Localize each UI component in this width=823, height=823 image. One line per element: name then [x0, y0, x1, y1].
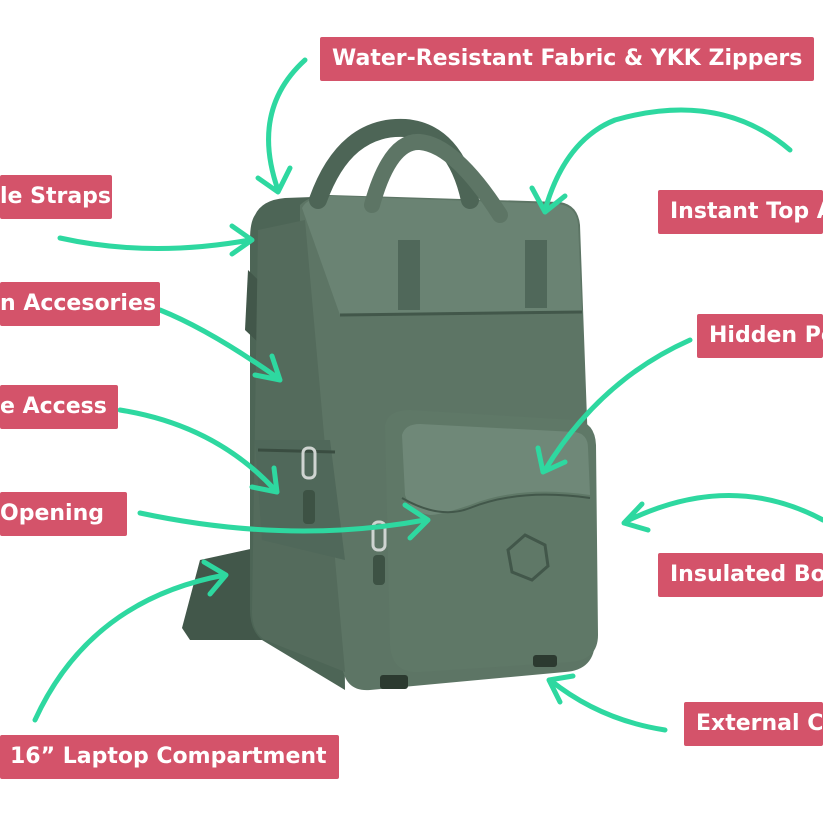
arrow-straps [57, 223, 255, 257]
label-insulated: Insulated Bo [658, 553, 823, 597]
arrow-insulated [621, 493, 823, 533]
label-straps: le Straps [0, 175, 112, 219]
front-zipper-pull [371, 520, 387, 552]
logo-patch [506, 533, 550, 582]
arrow-hidden-pocket [535, 337, 693, 475]
label-text: Water-Resistant Fabric & YKK Zippers [332, 46, 803, 71]
label-text: le Straps [0, 184, 112, 209]
arrow-opening [137, 502, 431, 541]
bag-foot-right [533, 655, 557, 667]
arrow-side-access [117, 407, 280, 495]
label-text: Hidden Po [709, 323, 823, 348]
arrow-instant-top [529, 107, 793, 215]
callout-arrows [32, 57, 823, 733]
label-text: Insulated Bo [670, 562, 823, 587]
label-external: External C [684, 702, 823, 746]
handle-tab-left [398, 240, 420, 310]
bag-foot-left [380, 675, 408, 689]
arrow-accessories [157, 307, 283, 383]
handle-tab-right [525, 240, 547, 308]
top-handle-front [364, 134, 508, 223]
label-side-access: e Access [0, 385, 118, 429]
label-text: e Access [0, 394, 107, 419]
label-accessories: n Accesories [0, 282, 160, 326]
label-text: n Accesories [0, 291, 156, 316]
label-hidden-pocket: Hidden Po [697, 314, 823, 358]
arrow-external [546, 673, 668, 733]
label-instant-top: Instant Top A [658, 190, 823, 234]
side-zipper-pull [301, 446, 317, 480]
label-opening: Opening [0, 492, 127, 536]
label-laptop: 16” Laptop Compartment [0, 735, 339, 779]
top-flap [302, 196, 582, 315]
label-text: 16” Laptop Compartment [10, 744, 327, 769]
arrow-laptop [32, 559, 229, 723]
label-water-resistant: Water-Resistant Fabric & YKK Zippers [320, 37, 815, 81]
pocket-flap [402, 424, 590, 515]
label-text: Opening [0, 501, 104, 526]
left-shoulder-strap [182, 548, 268, 640]
label-text: External C [696, 711, 823, 736]
label-text: Instant Top A [670, 199, 823, 224]
arrow-water-resistant [255, 57, 308, 195]
